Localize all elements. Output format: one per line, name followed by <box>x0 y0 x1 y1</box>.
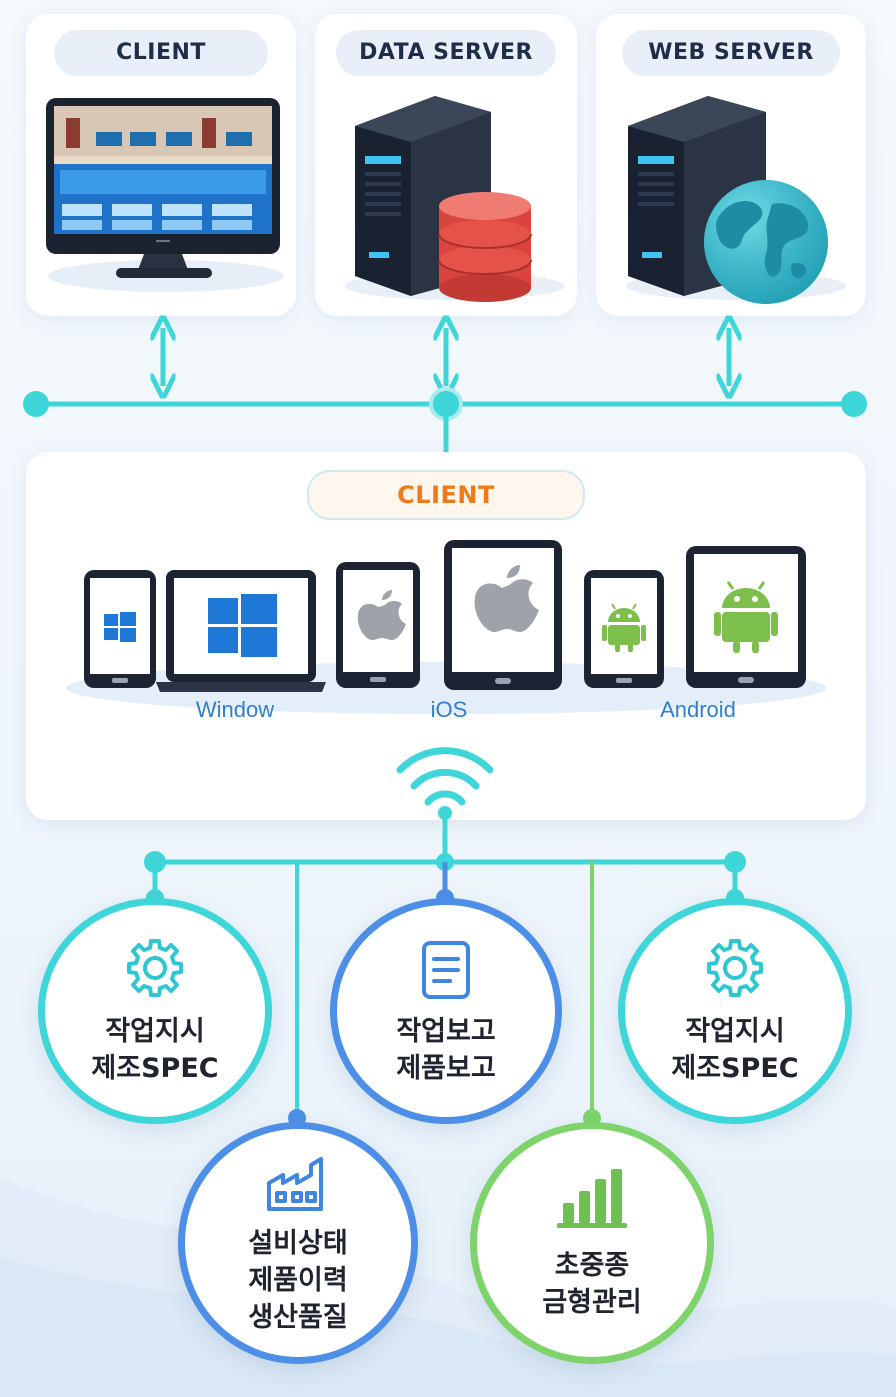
bar-chart-icon <box>557 1169 627 1228</box>
module-node-work-order-2: 작업지시 제조SPEC <box>618 898 852 1124</box>
gear-icon <box>707 939 763 997</box>
monitor-icon <box>46 98 284 292</box>
module-label-1: 작업지시 <box>105 1016 205 1047</box>
document-icon <box>422 941 470 999</box>
module-label-1: 설비상태 <box>248 1228 348 1259</box>
factory-icon <box>267 1157 323 1211</box>
module-label-2: 제품보고 <box>396 1053 496 1084</box>
bus-node-right <box>841 391 867 417</box>
devices-illustration <box>66 540 826 714</box>
client-card-title: CLIENT <box>54 30 268 76</box>
data-server-card-title: DATA SERVER <box>336 30 556 76</box>
module-node-work-report: 작업보고 제품보고 <box>330 898 562 1124</box>
web-server-globe-icon <box>626 96 846 304</box>
client-panel-title: CLIENT <box>307 470 585 520</box>
web-server-card-title: WEB SERVER <box>622 30 840 76</box>
module-label-2: 제조SPEC <box>91 1053 219 1084</box>
windows-laptop <box>156 570 326 692</box>
module-node-mold: 초중종 금형관리 <box>470 1122 714 1364</box>
module-label-2: 제조SPEC <box>671 1053 799 1084</box>
ios-phone <box>336 562 420 688</box>
module-label-1: 작업지시 <box>685 1016 785 1047</box>
platform-label-window: Window <box>195 697 275 722</box>
background-wave <box>0 1177 896 1397</box>
bus-node-left <box>23 391 49 417</box>
module-label-1: 작업보고 <box>396 1016 496 1047</box>
windows-phone <box>84 570 156 688</box>
client-devices-panel: CLIENT <box>26 452 866 820</box>
wifi-icon <box>396 747 494 806</box>
module-label-2: 금형관리 <box>542 1287 642 1318</box>
module-node-equipment: 설비상태 제품이력 생산품질 <box>178 1122 418 1364</box>
web-server-card: WEB SERVER <box>596 14 866 316</box>
database-server-icon <box>345 96 565 302</box>
platform-label-ios: iOS <box>430 697 468 722</box>
module-label-1: 초중종 <box>554 1250 630 1281</box>
module-label-2: 제품이력 <box>248 1265 348 1296</box>
client-card: CLIENT <box>26 14 296 316</box>
data-server-card: DATA SERVER <box>315 14 577 316</box>
platform-label-android: Android <box>660 697 736 722</box>
module-node-work-order-1: 작업지시 제조SPEC <box>38 898 272 1124</box>
ios-tablet <box>444 540 562 690</box>
gear-icon <box>127 939 183 997</box>
android-tablet <box>686 546 806 688</box>
module-label-3: 생산품질 <box>248 1302 348 1333</box>
android-phone <box>584 570 664 688</box>
